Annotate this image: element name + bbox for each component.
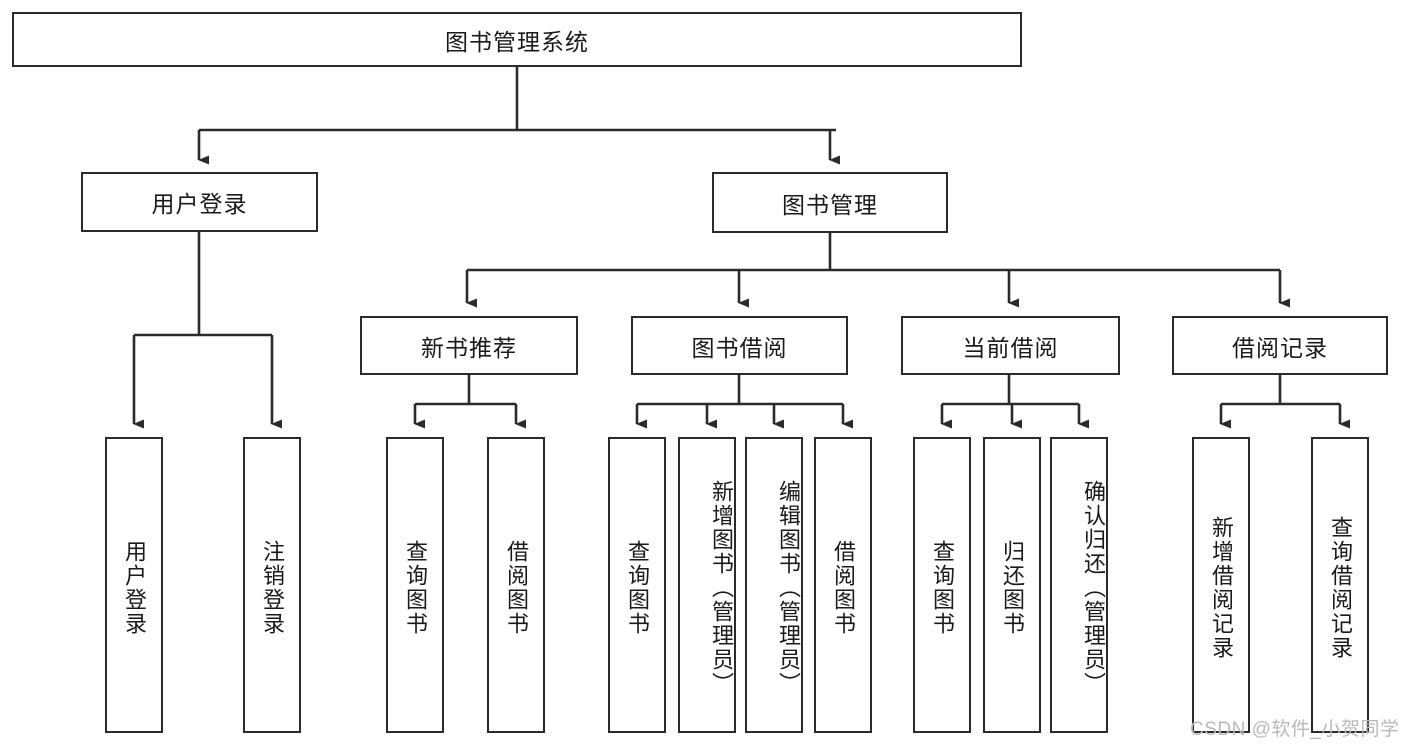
node-borrow-record[interactable]: 借阅记录 — [1172, 316, 1388, 375]
leaf-borrow-book-borrow-label: 借阅图书 — [830, 540, 856, 636]
leaf-logout-login[interactable]: 注销登录 — [243, 437, 301, 733]
leaf-query-book-current[interactable]: 查询图书 — [913, 437, 971, 733]
leaf-borrow-book-recommend-label: 借阅图书 — [503, 540, 529, 636]
leaf-add-book-label: 新增图书（管理员） — [709, 480, 734, 696]
leaf-query-borrow-record-label: 查询借阅记录 — [1327, 516, 1353, 660]
node-current-borrow-label: 当前借阅 — [962, 334, 1059, 361]
leaf-query-borrow-record[interactable]: 查询借阅记录 — [1311, 437, 1369, 733]
node-book-management[interactable]: 图书管理 — [712, 172, 948, 233]
leaf-query-book-borrow-label: 查询图书 — [624, 540, 650, 636]
leaf-return-book-label: 归还图书 — [999, 540, 1025, 636]
leaf-query-book-recommend[interactable]: 查询图书 — [386, 437, 444, 733]
leaf-confirm-return-label: 确认归还（管理员） — [1081, 480, 1106, 696]
leaf-logout-login-label: 注销登录 — [259, 540, 285, 636]
leaf-add-borrow-record[interactable]: 新增借阅记录 — [1192, 437, 1250, 733]
node-book-management-label: 图书管理 — [782, 191, 878, 218]
csdn-watermark: CSDN @软件_小贺同学 — [1190, 719, 1400, 740]
node-user-login-label: 用户登录 — [151, 191, 248, 217]
leaf-borrow-book-borrow[interactable]: 借阅图书 — [814, 437, 872, 733]
leaf-borrow-book-recommend[interactable]: 借阅图书 — [487, 437, 545, 733]
node-borrow-record-label: 借阅记录 — [1232, 334, 1328, 361]
leaf-user-login-label: 用户登录 — [121, 540, 147, 636]
leaf-edit-book[interactable]: 编辑图书（管理员） — [745, 437, 803, 733]
leaf-query-book-recommend-label: 查询图书 — [402, 540, 428, 636]
leaf-query-book-current-label: 查询图书 — [929, 540, 955, 636]
node-book-borrow[interactable]: 图书借阅 — [631, 316, 848, 375]
leaf-edit-book-label: 编辑图书（管理员） — [776, 480, 801, 696]
leaf-return-book[interactable]: 归还图书 — [983, 437, 1041, 733]
leaf-user-login[interactable]: 用户登录 — [105, 437, 163, 733]
node-new-book-recommend[interactable]: 新书推荐 — [360, 316, 578, 375]
leaf-add-book[interactable]: 新增图书（管理员） — [678, 437, 736, 733]
node-new-book-recommend-label: 新书推荐 — [421, 334, 517, 361]
node-current-borrow[interactable]: 当前借阅 — [901, 316, 1120, 375]
leaf-add-borrow-record-label: 新增借阅记录 — [1208, 516, 1234, 660]
node-root-label: 图书管理系统 — [445, 28, 589, 55]
leaf-query-book-borrow[interactable]: 查询图书 — [608, 437, 666, 733]
node-user-login[interactable]: 用户登录 — [81, 172, 318, 232]
leaf-confirm-return[interactable]: 确认归还（管理员） — [1050, 437, 1108, 733]
node-book-borrow-label: 图书借阅 — [691, 334, 788, 361]
node-root-system[interactable]: 图书管理系统 — [12, 12, 1022, 67]
